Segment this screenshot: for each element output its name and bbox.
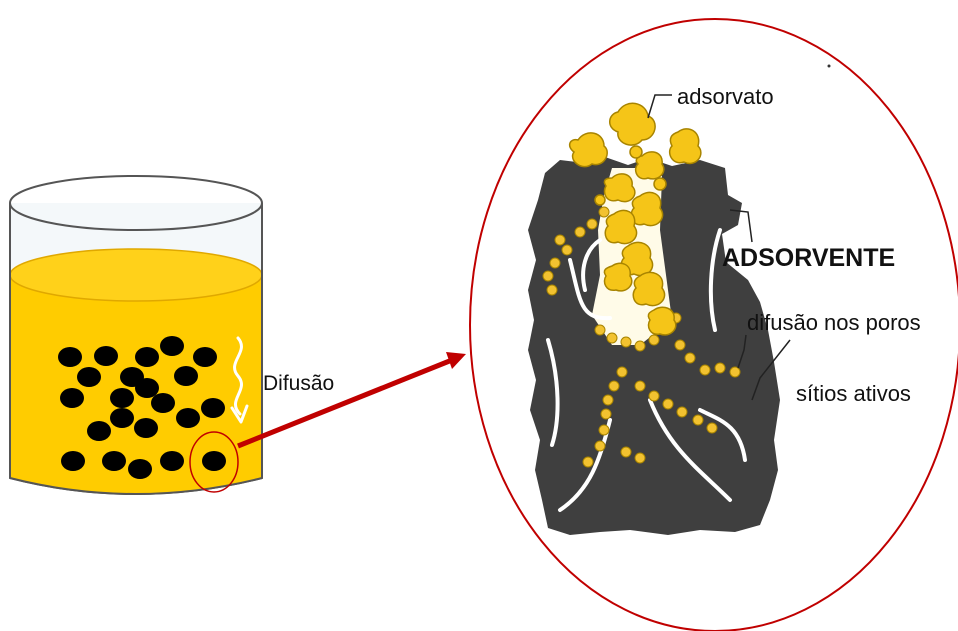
adsorbate-blob [633, 272, 664, 305]
beaker [10, 176, 262, 494]
particle [174, 366, 198, 386]
adsorbate-blob [605, 210, 636, 243]
adsorbate-particle [715, 363, 725, 373]
adsorbate-blob [670, 129, 701, 164]
particle [94, 346, 118, 366]
adsorbate-particle [663, 399, 673, 409]
particle [134, 418, 158, 438]
particle [193, 347, 217, 367]
adsorbate-blob [631, 192, 662, 225]
liquid-surface [10, 249, 262, 301]
particle [201, 398, 225, 418]
particle [202, 451, 226, 471]
particle [110, 408, 134, 428]
adsorbate-particle [649, 335, 659, 345]
particle [58, 347, 82, 367]
adsorbate-particle [707, 423, 717, 433]
adsorbate-particle [543, 271, 553, 281]
red-arrow-icon [238, 352, 466, 446]
particle [135, 347, 159, 367]
active-sites-label: sítios ativos [796, 381, 911, 406]
adsorbate-particle [575, 227, 585, 237]
particle [77, 367, 101, 387]
adsorbate-particle [550, 258, 560, 268]
adsorbate-particle [599, 425, 609, 435]
adsorbate-particle [677, 407, 687, 417]
adsorbate-particle [635, 453, 645, 463]
adsorbate-particle [587, 219, 597, 229]
adsorbate-particle [555, 235, 565, 245]
adsorbate-blob [595, 195, 605, 205]
adsorbate-blob [648, 307, 675, 335]
marker-dot [828, 65, 831, 68]
adsorbate-particle [635, 381, 645, 391]
particle [110, 388, 134, 408]
adsorbate-particle [621, 337, 631, 347]
adsorbate-particle [583, 457, 593, 467]
adsorbate-particle [547, 285, 557, 295]
particle [87, 421, 111, 441]
particle [151, 393, 175, 413]
particle [60, 388, 84, 408]
pore-diffusion-label: difusão nos poros [747, 310, 921, 335]
adsorbate-particle [607, 333, 617, 343]
particle [61, 451, 85, 471]
adsorbate-particle [595, 325, 605, 335]
adsorbate-blob [604, 174, 634, 202]
adsorbate-blob [630, 146, 642, 158]
adsorbate-blob [654, 178, 666, 190]
adsorbate-particle [601, 409, 611, 419]
diffusion-label: Difusão [263, 372, 334, 395]
adsorbate-particle [675, 340, 685, 350]
adsorbate-particle [595, 441, 605, 451]
particle [160, 336, 184, 356]
adsorbate-label: adsorvato [677, 84, 774, 109]
adsorbate-particle [562, 245, 572, 255]
adsorbate-particle [617, 367, 627, 377]
adsorbate-particle [730, 367, 740, 377]
adsorbate-particle [603, 395, 613, 405]
adsorbate-particle [700, 365, 710, 375]
adsorbent-label: ADSORVENTE [722, 244, 895, 272]
adsorbate-particle [649, 391, 659, 401]
adsorbate-blob [604, 263, 631, 291]
adsorbate-particle [609, 381, 619, 391]
particle [176, 408, 200, 428]
particle [128, 459, 152, 479]
particle [135, 378, 159, 398]
adsorbate-particle [599, 207, 609, 217]
adsorbate-particle [685, 353, 695, 363]
adsorbate-particle [635, 341, 645, 351]
particle [102, 451, 126, 471]
adsorbate-particle [621, 447, 631, 457]
adsorbate-particle [693, 415, 703, 425]
particle [160, 451, 184, 471]
